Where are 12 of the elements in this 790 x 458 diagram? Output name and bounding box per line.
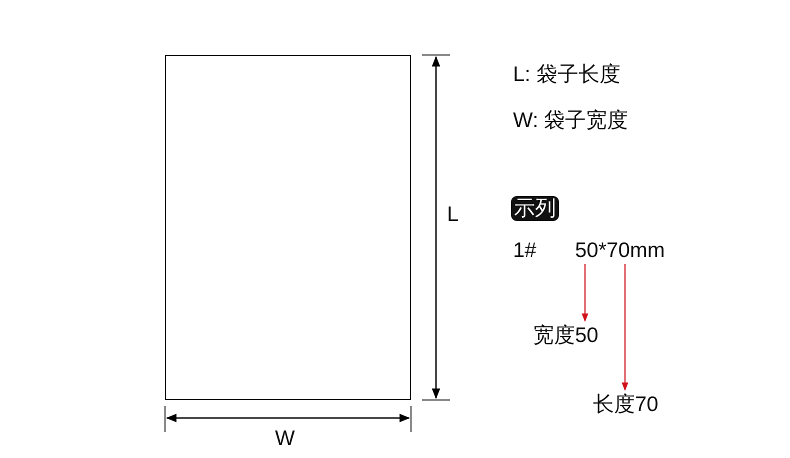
size-text: 50*70mm xyxy=(575,240,665,261)
dimension-label: W xyxy=(275,428,295,449)
arrow xyxy=(582,264,588,322)
size-text: 宽度50 xyxy=(533,325,598,346)
item-number: 1# xyxy=(513,240,536,261)
legend-text: W: 袋子宽度 xyxy=(513,110,628,131)
size-text: 长度70 xyxy=(593,394,658,415)
dimension-label: L xyxy=(447,204,459,225)
arrow xyxy=(622,264,628,391)
bag-outline xyxy=(165,55,411,400)
legend-text: L: 袋子长度 xyxy=(513,64,620,85)
tag-badge: 示列 xyxy=(511,196,559,221)
